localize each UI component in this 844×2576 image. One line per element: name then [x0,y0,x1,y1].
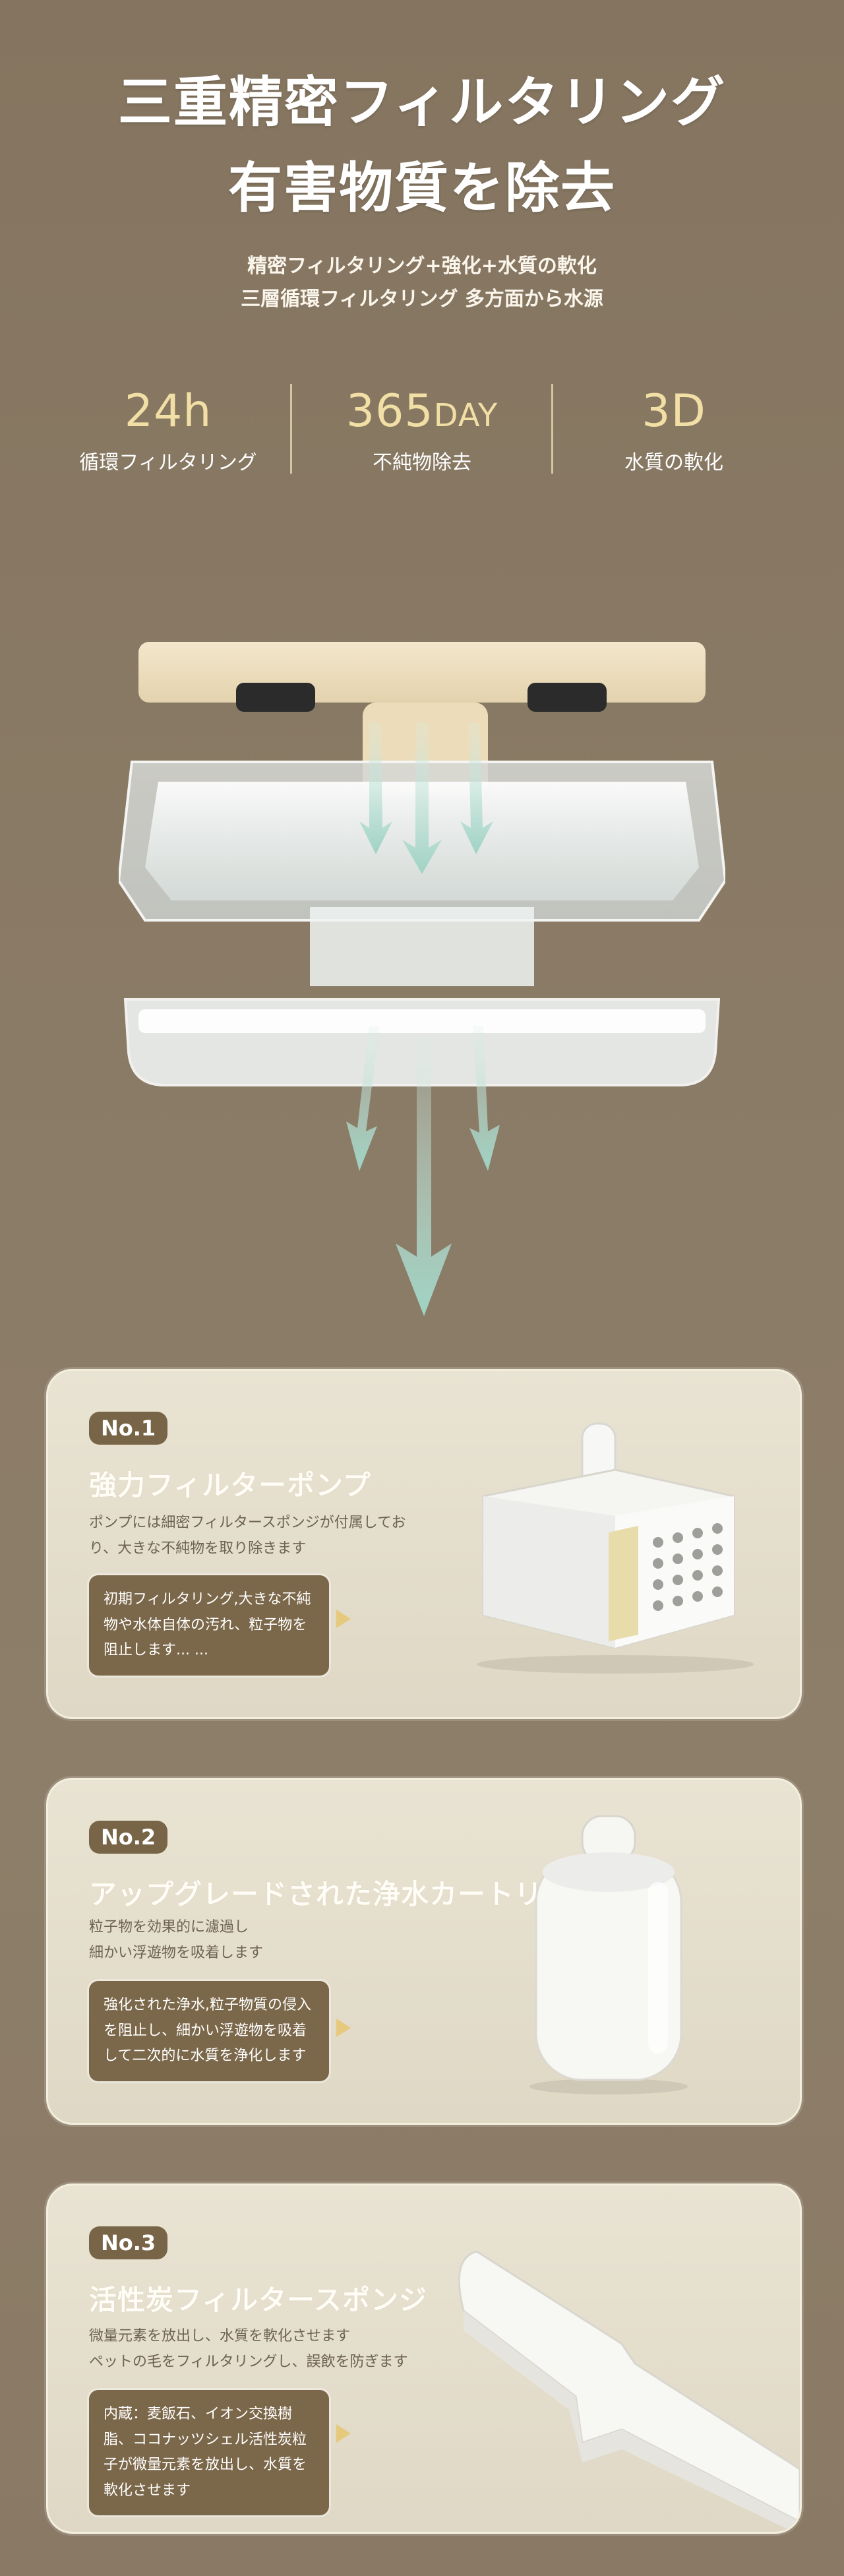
feature-badge: No.1 [89,1412,168,1445]
page-title-line1: 三重精密フィルタリング [117,71,727,134]
pointer-arrow-icon [336,2424,351,2443]
feature-title: アップグレードされた浄水カートリッジ [89,1878,600,1910]
stat-value: 365DAY [323,389,521,434]
feature-card-1: No.1 強力フィルターポンプ ポンプには細密フィルタースポンジが付属しており、… [46,1369,802,1719]
stat-label: 循環フィルタリング [79,451,257,474]
stat-unit: DAY [433,397,498,434]
stat-number: 24h [124,385,212,437]
water-cartridge-illustration [529,1815,688,2094]
pointer-arrow-icon [336,2019,351,2037]
subtitle-line2: 三層循環フィルタリング 多方面から水源 [241,288,603,311]
pointer-arrow-icon [336,1610,351,1628]
filter-pump-illustration [477,1422,754,1674]
feature-card-2: No.2 アップグレードされた浄水カートリッジ 粒子物を効果的に濾過し 細かい浮… [46,1778,802,2125]
filter-device-illustration [119,642,725,1316]
feature-description: 粒子物を効果的に濾過し 細かい浮遊物を吸着します [89,1919,264,1961]
stat-365day: 365DAY 不純物除去 [323,389,521,475]
stat-divider [290,384,292,474]
stat-value: 3D [575,389,773,434]
feature-badge: No.3 [89,2226,168,2259]
carbon-sponge-illustration [458,2250,800,2529]
stat-divider [551,384,553,474]
flow-arrows [346,722,500,1316]
feature-title: 強力フィルターポンプ [89,1469,371,1501]
stat-24h: 24h 循環フィルタリング [69,389,267,475]
feature-title: 活性炭フィルタースポンジ [89,2284,428,2316]
feature-detail-box: 初期フィルタリング,大きな不純物や水体自体の汚れ、粒子物を阻止します... ..… [89,1575,329,1676]
feature-description: ポンプには細密フィルタースポンジが付属しており、大きな不純物を取り除きます [89,1515,406,1557]
stat-number: 365 [346,385,434,437]
feature-card-3: No.3 活性炭フィルタースポンジ 微量元素を放出し、水質を軟化させます ペット… [46,2183,802,2534]
feature-description: 微量元素を放出し、水質を軟化させます ペットの毛をフィルタリングし、誤飲を防ぎま… [89,2328,408,2370]
stat-value: 24h [69,389,267,434]
page-title-line2: 有害物質を除去 [227,156,616,220]
stat-label: 不純物除去 [373,451,471,474]
stat-3d: 3D 水質の軟化 [575,389,773,475]
feature-detail-box: 強化された浄水,粒子物質の侵入を阻止し、細かい浮遊物を吸着して二次的に水質を浄化… [89,1981,329,2081]
stat-label: 水質の軟化 [624,451,723,474]
feature-badge: No.2 [89,1821,168,1854]
stat-number: 3D [642,385,706,437]
subtitle-line1: 精密フィルタリング+強化+水質の軟化 [247,255,597,278]
feature-detail-box: 内蔵：麦飯石、イオン交換樹脂、ココナッツシェル活性炭粒子が微量元素を放出し、水質… [89,2390,329,2515]
